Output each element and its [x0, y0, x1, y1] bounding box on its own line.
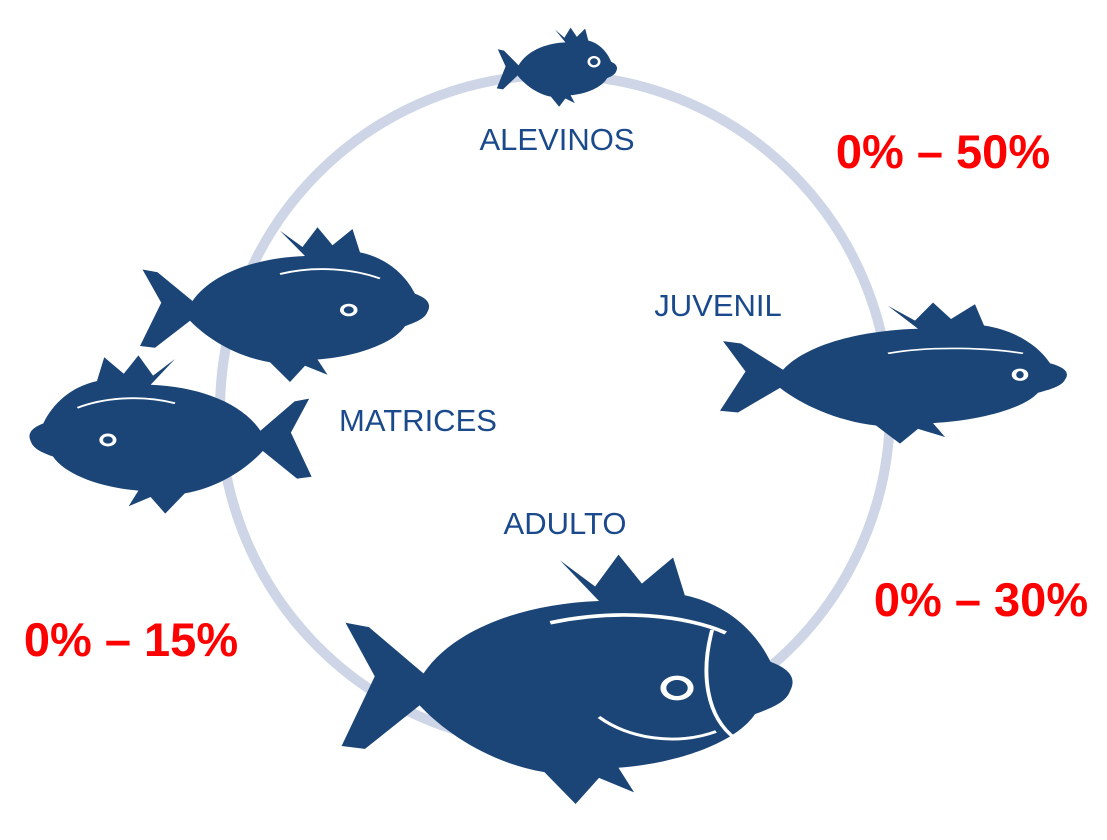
eye-icon — [99, 433, 117, 447]
matrices-fish-lower-icon — [29, 355, 312, 514]
percent-juvenil-to-adulto: 0% – 30% — [874, 573, 1088, 626]
juvenil-fish-icon — [720, 302, 1067, 444]
adulto-fish-icon — [341, 554, 793, 804]
stage-label-adulto: ADULTO — [504, 506, 627, 541]
matrices-fish-pair-icon — [29, 227, 430, 514]
percent-adulto-to-matrices: 0% – 15% — [24, 613, 238, 666]
eye-icon — [340, 303, 358, 317]
matrices-fish-upper-icon — [140, 227, 430, 382]
eye-icon — [660, 675, 694, 701]
stage-label-alevinos: ALEVINOS — [479, 122, 634, 157]
eye-icon — [587, 55, 601, 68]
percent-alevinos-to-juvenil: 0% – 50% — [836, 125, 1050, 178]
stage-label-matrices: MATRICES — [339, 403, 497, 438]
eye-icon — [1011, 368, 1029, 381]
alevinos-fish-icon — [496, 27, 618, 107]
stage-label-juvenil: JUVENIL — [654, 288, 781, 323]
